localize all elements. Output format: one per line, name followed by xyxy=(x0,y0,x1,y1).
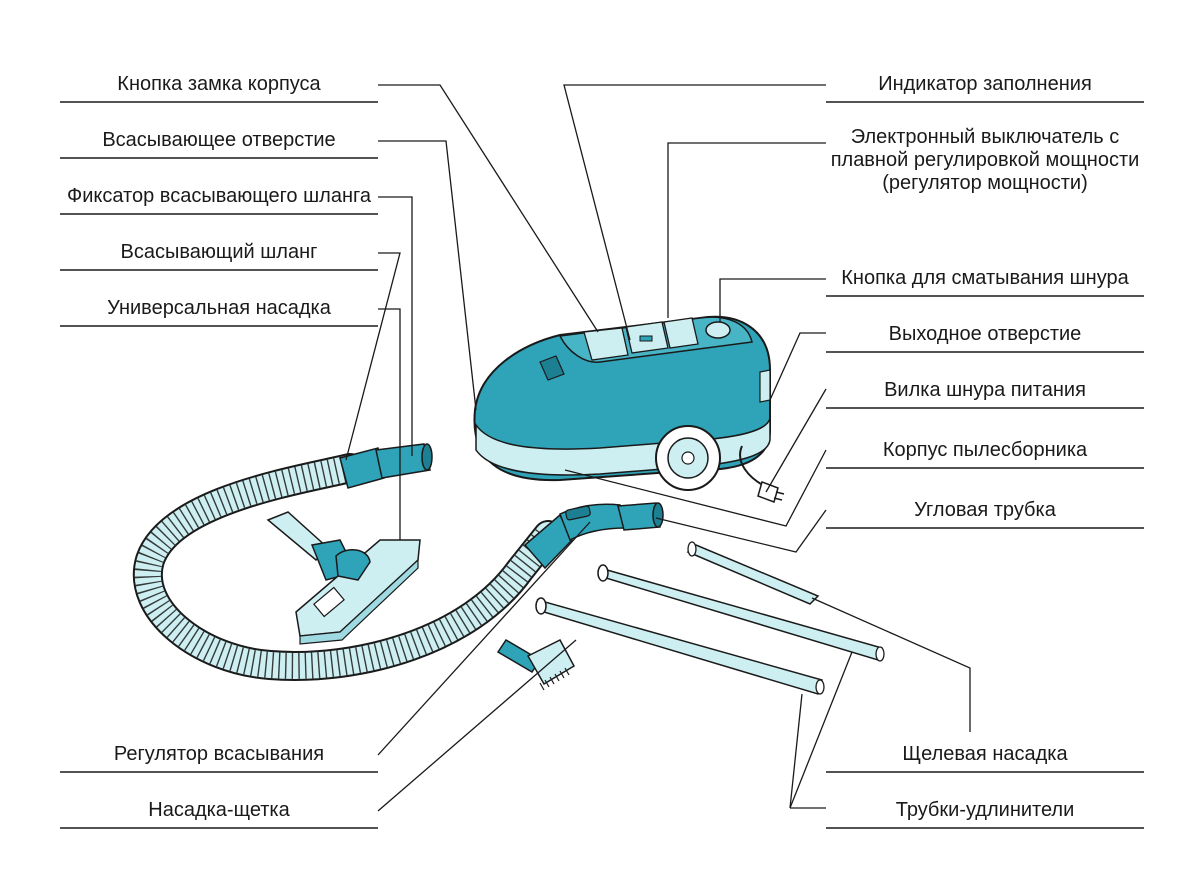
leader-lines xyxy=(345,84,971,812)
floor-nozzle-icon xyxy=(266,511,421,645)
label-dust-container: Корпус пылесборника xyxy=(882,439,1088,461)
label-brush-nozzle: Насадка-щетка xyxy=(148,799,290,821)
crevice-nozzle-icon xyxy=(686,541,820,605)
label-extension-tubes: Трубки-удлинители xyxy=(895,799,1075,821)
label-power-plug: Вилка шнура питания xyxy=(884,379,1086,401)
label-suction-inlet: Всасывающее отверстие xyxy=(102,129,336,151)
label-angle-tube: Угловая трубка xyxy=(914,499,1056,521)
label-case-lock-button: Кнопка замка корпуса xyxy=(117,73,321,95)
extension-tube-icon xyxy=(535,564,885,695)
label-underlines xyxy=(60,101,1144,829)
label-fill-indicator: Индикатор заполнения xyxy=(878,73,1092,95)
label-universal-nozzle: Универсальная насадка xyxy=(107,297,331,319)
brush-nozzle-icon xyxy=(496,638,575,691)
label-cord-rewind-button: Кнопка для сматывания шнура xyxy=(841,267,1129,289)
vacuum-body-icon xyxy=(473,315,771,491)
hose-icon xyxy=(133,443,664,681)
label-outlet: Выходное отверстие xyxy=(888,323,1082,345)
label-suction-regulator: Регулятор всасывания xyxy=(113,743,325,765)
label-crevice-nozzle: Щелевая насадка xyxy=(902,743,1068,765)
label-hose-clamp: Фиксатор всасывающего шланга xyxy=(67,185,371,207)
power-plug-icon xyxy=(739,445,785,503)
label-suction-hose: Всасывающий шланг xyxy=(120,241,318,263)
label-power-switch: Электронный выключатель с плавной регули… xyxy=(830,126,1140,194)
